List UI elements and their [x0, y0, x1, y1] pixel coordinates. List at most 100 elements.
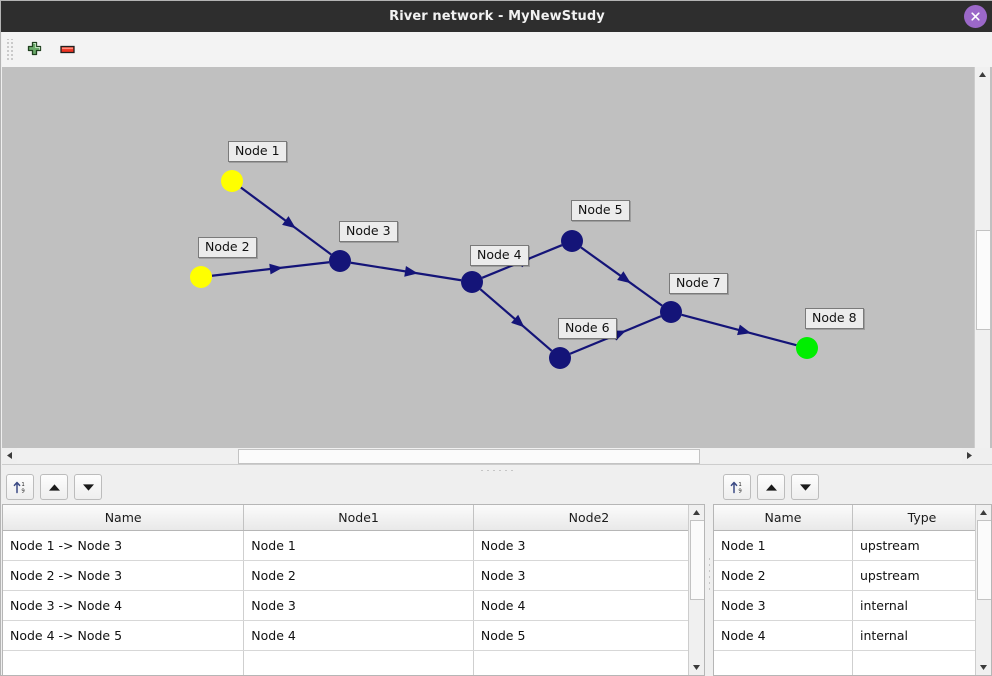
table-cell[interactable]: upstream — [852, 530, 991, 561]
window-titlebar: River network - MyNewStudy — [1, 1, 992, 32]
canvas-scroll-left-button[interactable] — [2, 448, 17, 463]
table-cell[interactable]: Node 3 — [473, 530, 704, 561]
toolbar-drag-handle[interactable] — [5, 38, 13, 61]
table-cell[interactable]: Node 2 — [714, 560, 853, 591]
canvas-vertical-scrollbar[interactable] — [974, 67, 991, 463]
network-diagram-canvas[interactable]: Node 1 Node 2 Node 3 Node 4 Node 5 Node 6 Node… — [2, 67, 992, 463]
table-cell[interactable]: Node 2 — [243, 560, 474, 591]
delete-node-button[interactable] — [52, 35, 82, 65]
graph-node-label-node-2[interactable]: Node 2 — [198, 237, 257, 258]
table-cell[interactable] — [473, 650, 704, 675]
table-cell[interactable]: Node 3 — [473, 560, 704, 591]
graph-node-node-3[interactable] — [329, 250, 351, 272]
table-cell[interactable]: internal — [852, 620, 991, 651]
table-cell[interactable]: Node 4 -> Node 5 — [3, 620, 245, 651]
arrow-up-icon — [765, 483, 777, 491]
reaches-scroll-down-button[interactable] — [689, 660, 704, 675]
column-header-node1[interactable]: Node1 — [243, 505, 474, 531]
table-cell[interactable]: Node 4 — [243, 620, 474, 651]
column-header-node2[interactable]: Node2 — [473, 505, 704, 531]
graph-node-node-1[interactable] — [221, 170, 243, 192]
add-node-button[interactable] — [19, 35, 49, 65]
canvas-vscroll-trough[interactable] — [975, 82, 991, 448]
table-cell[interactable] — [243, 650, 474, 675]
graph-node-node-6[interactable] — [549, 347, 571, 369]
table-cell[interactable]: Node 2 -> Node 3 — [3, 560, 245, 591]
svg-text:1: 1 — [738, 482, 741, 488]
canvas-horizontal-scrollbar[interactable] — [2, 448, 992, 464]
vertical-splitter[interactable] — [705, 472, 713, 676]
table-cell[interactable]: internal — [852, 590, 991, 621]
nodes-sort-button[interactable]: 1 9 — [723, 474, 751, 500]
column-header-name[interactable]: Name — [714, 505, 853, 531]
nodes-scroll-trough[interactable] — [976, 520, 991, 660]
canvas-scroll-right-button[interactable] — [962, 448, 977, 463]
graph-edge-arrowhead — [511, 314, 525, 328]
splitter-grip — [707, 556, 710, 592]
reaches-move-up-button[interactable] — [40, 474, 68, 500]
close-window-button[interactable] — [964, 5, 987, 28]
nodes-scroll-thumb[interactable] — [977, 520, 991, 600]
table-cell[interactable]: Node 1 — [714, 530, 853, 561]
triangle-down-icon — [693, 665, 700, 670]
table-row[interactable] — [3, 650, 704, 675]
table-cell[interactable] — [852, 650, 991, 675]
graph-node-label-node-3[interactable]: Node 3 — [339, 221, 398, 242]
graph-node-label-node-4[interactable]: Node 4 — [470, 245, 529, 266]
graph-node-node-2[interactable] — [190, 266, 212, 288]
graph-node-node-7[interactable] — [660, 301, 682, 323]
reaches-sort-button[interactable]: 1 9 — [6, 474, 34, 500]
graph-node-label-node-5[interactable]: Node 5 — [571, 200, 630, 221]
table-cell[interactable]: Node 3 — [243, 590, 474, 621]
nodes-table-scrollbar[interactable] — [975, 505, 991, 675]
nodes-scroll-up-button[interactable] — [976, 505, 991, 520]
reaches-move-down-button[interactable] — [74, 474, 102, 500]
reaches-scroll-thumb[interactable] — [690, 520, 704, 600]
reaches-scroll-up-button[interactable] — [689, 505, 704, 520]
canvas-hscroll-trough[interactable] — [17, 448, 962, 464]
column-header-name[interactable]: Name — [3, 505, 245, 531]
table-cell[interactable] — [714, 650, 853, 675]
table-cell[interactable]: Node 3 -> Node 4 — [3, 590, 245, 621]
table-cell[interactable]: Node 1 -> Node 3 — [3, 530, 245, 561]
table-cell[interactable]: upstream — [852, 560, 991, 591]
nodes-move-down-button[interactable] — [791, 474, 819, 500]
canvas-vscroll-thumb[interactable] — [976, 230, 991, 330]
horizontal-splitter[interactable] — [2, 464, 992, 473]
sort-ascending-icon: 1 9 — [730, 481, 742, 494]
graph-node-node-5[interactable] — [561, 230, 583, 252]
graph-node-label-node-8[interactable]: Node 8 — [805, 308, 864, 329]
graph-node-label-node-1[interactable]: Node 1 — [228, 141, 287, 162]
table-cell[interactable]: Node 1 — [243, 530, 474, 561]
reaches-scroll-trough[interactable] — [689, 520, 704, 660]
table-cell[interactable]: Node 4 — [714, 620, 853, 651]
column-header-type[interactable]: Type — [852, 505, 991, 531]
nodes-move-up-button[interactable] — [757, 474, 785, 500]
graph-node-node-8[interactable] — [796, 337, 818, 359]
table-cell[interactable] — [3, 650, 245, 675]
canvas-scroll-up-button[interactable] — [975, 67, 990, 82]
graph-node-label-node-7[interactable]: Node 7 — [669, 273, 728, 294]
table-cell[interactable]: Node 3 — [714, 590, 853, 621]
graph-node-node-4[interactable] — [461, 271, 483, 293]
triangle-up-icon — [980, 510, 987, 515]
nodes-scroll-down-button[interactable] — [976, 660, 991, 675]
graph-edge-arrowhead — [404, 266, 418, 277]
table-cell[interactable]: Node 5 — [473, 620, 704, 651]
graph-node-label-node-6[interactable]: Node 6 — [558, 318, 617, 339]
reaches-table-scrollbar[interactable] — [688, 505, 704, 675]
table-row[interactable] — [714, 650, 991, 675]
table-cell[interactable]: Node 4 — [473, 590, 704, 621]
canvas-hscroll-thumb[interactable] — [238, 449, 700, 464]
